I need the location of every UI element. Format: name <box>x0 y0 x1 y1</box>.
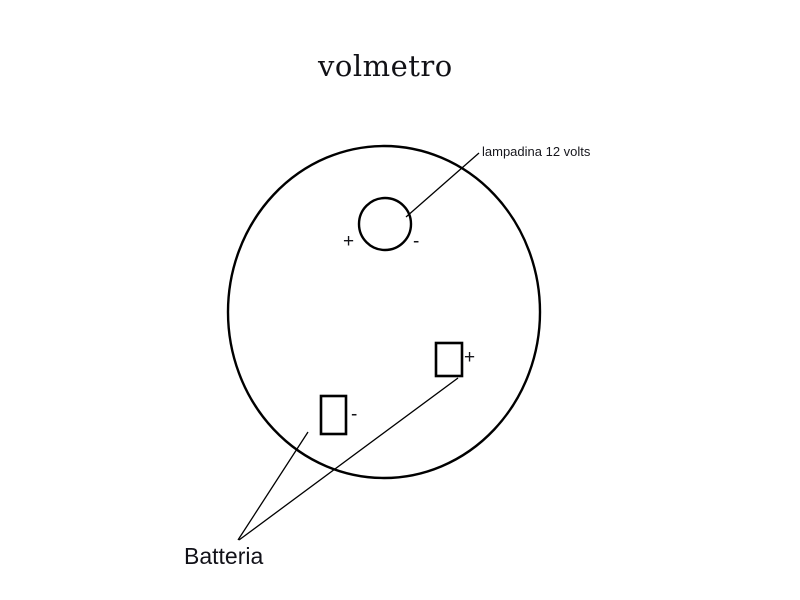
battery-positive-leader-line <box>238 377 459 541</box>
battery-negative-leader-line <box>237 431 309 541</box>
lamp-positive-sign: + <box>343 231 355 252</box>
battery-terminal-negative-box <box>319 394 348 436</box>
lamp-annotation-label: lampadina 12 volts <box>482 144 591 159</box>
battery-terminal-positive-box <box>434 341 464 378</box>
battery-positive-sign: + <box>464 347 476 368</box>
lamp-negative-sign: - <box>413 231 420 252</box>
page-title: volmetro <box>318 49 453 83</box>
lamp-leader-line <box>405 152 480 218</box>
battery-annotation-label: Batteria <box>184 543 264 569</box>
lamp-outline <box>357 196 413 252</box>
battery-negative-sign: - <box>351 404 358 425</box>
voltmeter-body-outline <box>226 144 542 480</box>
